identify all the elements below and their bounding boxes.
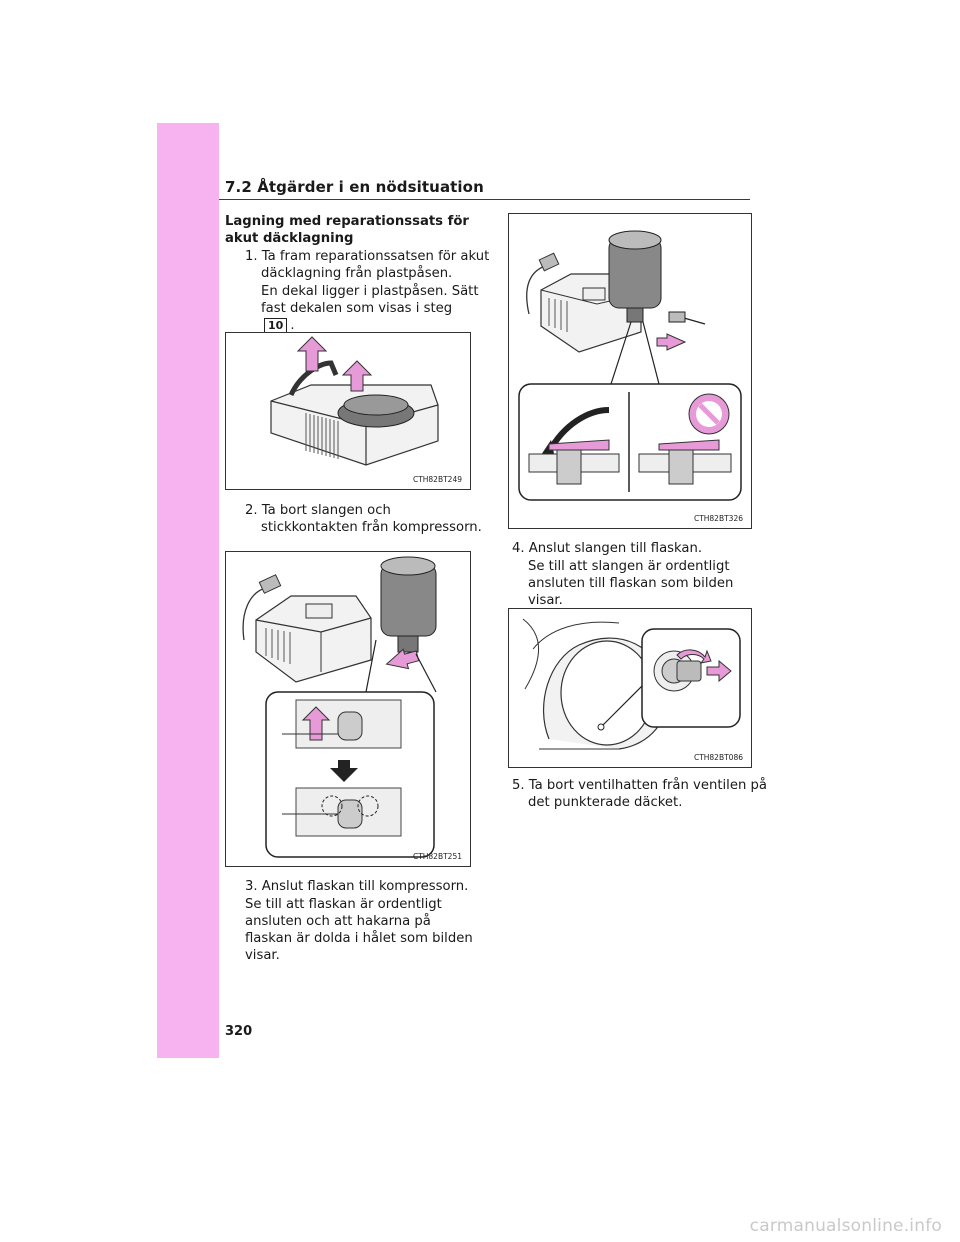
watermark: carmanualsonline.info [749, 1216, 942, 1236]
step-4-note: Se till att slangen är ordentligt anslut… [528, 559, 734, 608]
figure-code: CTH82BT326 [693, 514, 743, 523]
step-1-note-end: . [290, 318, 295, 333]
figure-code: CTH82BT086 [693, 753, 743, 762]
step-reference-badge: 10 [264, 318, 288, 333]
compressor-kit-illustration [270, 336, 439, 466]
procedure-heading: Lagning med reparationssats för akut däc… [225, 214, 469, 246]
step-1-note: En dekal ligger i plastpåsen. Sätt fast … [261, 283, 481, 334]
figure-valve-cap: CTH82BT086 [508, 608, 752, 768]
hose-to-bottle-illustration [518, 230, 742, 501]
valve-cap-removal-illustration [522, 618, 741, 750]
figure-code: CTH82BT251 [412, 852, 462, 861]
section-title: 7.2 Åtgärder i en nödsituation [225, 178, 484, 196]
bottle-to-compressor-illustration [242, 556, 437, 858]
section-divider [219, 199, 750, 200]
figure-bottle-compressor: CTH82BT251 [225, 551, 471, 867]
figure-hose-bottle: CTH82BT326 [508, 213, 752, 529]
step-4-text: 4. Anslut slangen till flaskan. [512, 541, 703, 556]
sidebar-tab [157, 123, 219, 1058]
step-3-note: Se till att flaskan är ordentligt anslut… [245, 897, 473, 963]
page-number: 320 [225, 1024, 253, 1039]
step-1-text: 1. Ta fram reparationssatsen för akut dä… [245, 249, 490, 281]
step-2-text: 2. Ta bort slangen och stickkontakten fr… [245, 503, 482, 535]
figure-code: CTH82BT249 [412, 475, 462, 484]
step-3-text: 3. Anslut flaskan till kompressorn. [245, 879, 469, 894]
step-5-text: 5. Ta bort ventilhatten från ventilen på… [512, 778, 767, 810]
step-1-note-text: En dekal ligger i plastpåsen. Sätt fast … [261, 284, 479, 316]
figure-compressor-kit: CTH82BT249 [225, 332, 471, 490]
